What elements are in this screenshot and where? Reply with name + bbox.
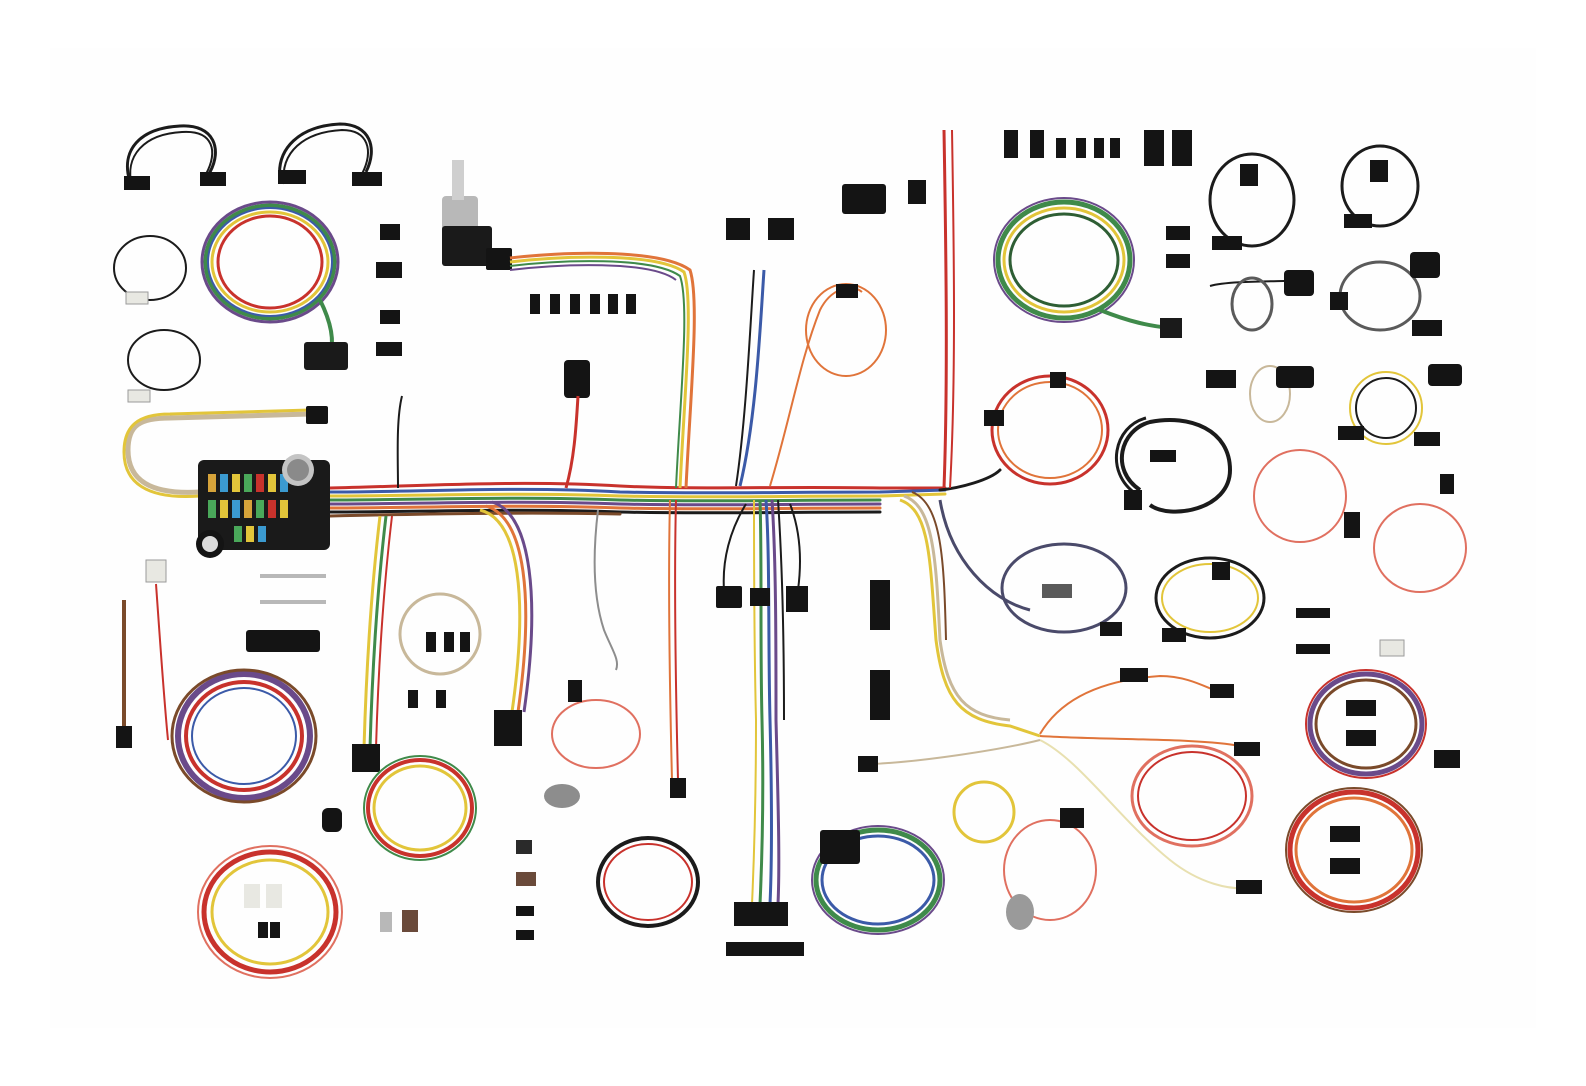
left-lower-coils (170, 668, 945, 979)
center-connectors (670, 580, 890, 956)
main-trunk-harness (328, 468, 1002, 518)
small-connectors-top-center (376, 218, 794, 398)
scattered-small-connectors (322, 690, 536, 940)
right-middle-harnesses (984, 364, 1467, 657)
left-lower-branches (352, 500, 618, 772)
center-upper-branches (396, 129, 955, 489)
bottom-right-coils (1003, 669, 1460, 930)
switch-assembly (442, 160, 512, 270)
top-right-coil-harness (993, 197, 1182, 338)
center-descending-bundle (668, 499, 801, 905)
top-right-connectors (1004, 130, 1192, 268)
right-descending-branch (858, 491, 1262, 894)
fuse-block (196, 454, 330, 558)
top-center-right-connectors (842, 180, 926, 214)
top-right-black-loops (1208, 144, 1442, 336)
top-left-coil-harness (200, 200, 348, 370)
black-wire-sets-top (124, 122, 382, 190)
left-small-parts (116, 559, 326, 748)
left-loop-wire (122, 408, 311, 499)
small-lead-loops-left (113, 235, 201, 403)
connector (306, 406, 328, 424)
